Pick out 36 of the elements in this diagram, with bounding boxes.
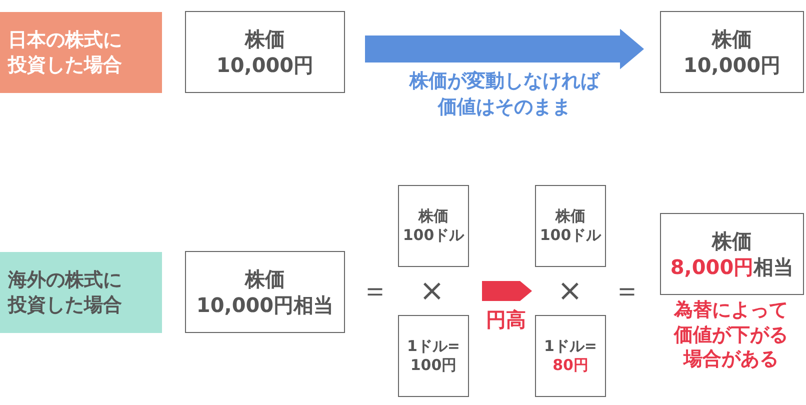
price-box	[660, 11, 804, 93]
operator-symbol: ＝	[613, 273, 641, 309]
arrow	[365, 28, 644, 70]
item-label: 株価	[245, 266, 285, 292]
heading-text: 海外の株式に投資した場合	[8, 268, 123, 318]
item-label: 株価	[556, 206, 586, 226]
value-text: 100円	[410, 356, 457, 376]
item-label: 株価	[245, 26, 285, 52]
heading-text: 日本の株式に投資した場合	[8, 28, 123, 78]
value-text: 10,000円	[216, 52, 314, 78]
value-text: 10,000円相当	[196, 292, 334, 318]
price-box	[398, 315, 469, 397]
note-text: 円高	[486, 306, 526, 334]
note-text: 為替によって価値が下がる場合がある	[672, 298, 789, 372]
price-box	[535, 185, 606, 267]
value-text: 80円	[552, 356, 588, 376]
operator-symbol: ＝	[361, 273, 389, 309]
value-text: 8,000円相当	[670, 254, 794, 280]
operator-symbol: ×	[419, 274, 445, 308]
price-box	[398, 185, 469, 267]
item-label: 株価	[712, 228, 752, 254]
price-box	[660, 213, 804, 295]
item-label: 株価	[712, 26, 752, 52]
value-text: 10,000円	[683, 52, 781, 78]
category-label	[0, 12, 162, 93]
price-box	[185, 251, 345, 333]
item-label: 1ドル=	[406, 336, 460, 356]
operator-symbol: ×	[557, 274, 583, 308]
item-label: 1ドル=	[544, 336, 597, 356]
value-text: 100ドル	[540, 226, 602, 246]
category-label	[0, 252, 162, 333]
price-box	[535, 315, 606, 397]
edge-label: 株価が変動しなければ価値はそのまま	[408, 69, 602, 120]
item-label: 株価	[418, 206, 448, 226]
value-text: 100ドル	[402, 226, 464, 246]
price-box	[185, 11, 345, 93]
